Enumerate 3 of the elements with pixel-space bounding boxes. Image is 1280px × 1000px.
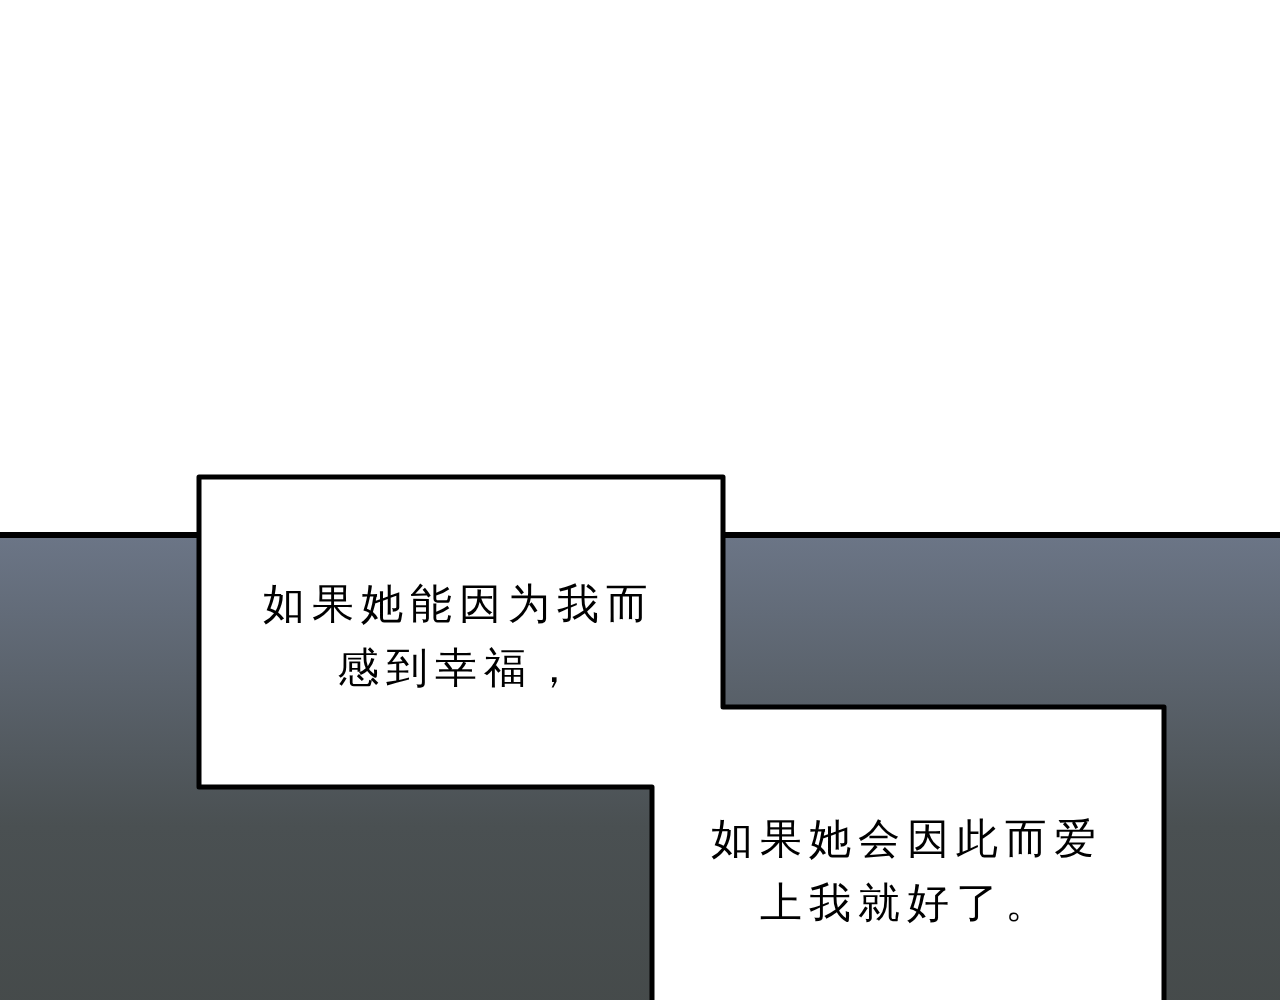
- caption-text: 如果她会因此而爱上我就好了。: [710, 813, 1104, 929]
- caption-text: 如果她能因为我而感到幸福，: [262, 578, 656, 694]
- caption-box: [652, 707, 1164, 1000]
